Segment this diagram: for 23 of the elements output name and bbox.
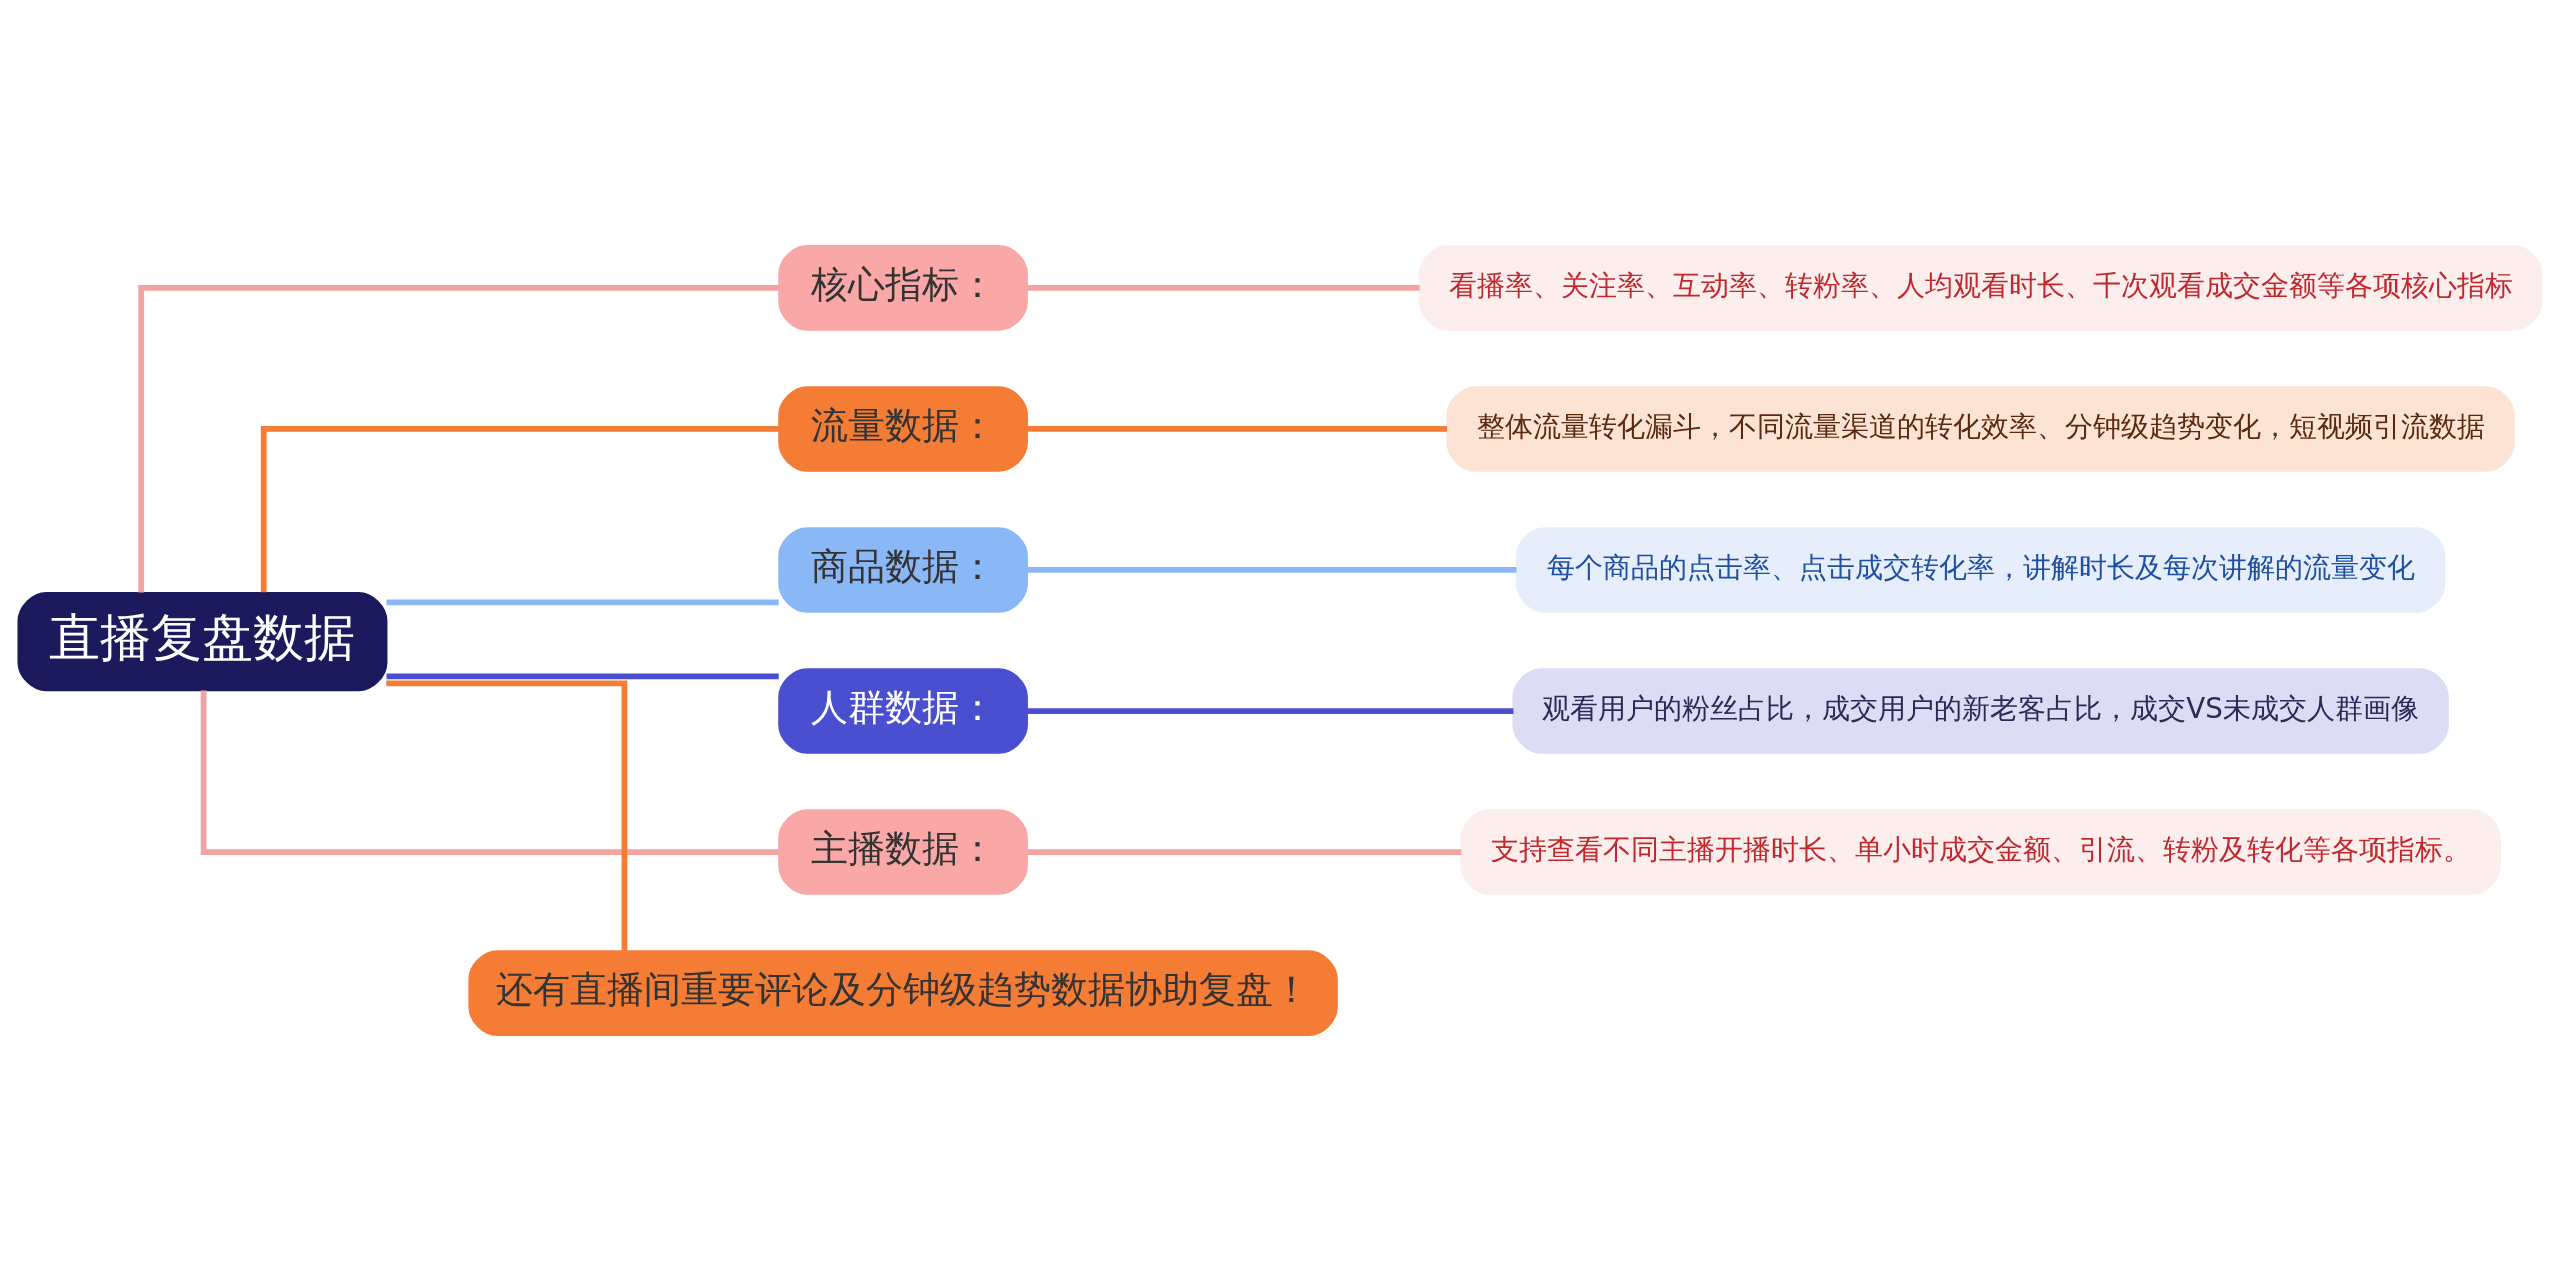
node-box: 还有直播间重要评论及分钟级趋势数据协助复盘！ bbox=[468, 950, 1338, 1036]
connector bbox=[138, 285, 779, 593]
connector bbox=[386, 673, 779, 680]
connector bbox=[200, 690, 779, 855]
node-box: 直播复盘数据 bbox=[17, 591, 388, 692]
node-box: 商品数据： bbox=[778, 527, 1028, 613]
connector bbox=[260, 426, 780, 593]
connector bbox=[1027, 426, 1448, 432]
connector bbox=[386, 680, 628, 952]
node-box: 观看用户的粉丝占比，成交用户的新老客占比，成交VS未成交人群画像 bbox=[1512, 668, 2449, 754]
node-box: 看播率、关注率、互动率、转粉率、人均观看时长、千次观看成交金额等各项核心指标 bbox=[1418, 245, 2543, 331]
node-box: 主播数据： bbox=[778, 809, 1028, 895]
connector bbox=[386, 599, 779, 606]
node-box: 流量数据： bbox=[778, 386, 1028, 472]
connector bbox=[1027, 285, 1420, 291]
connector bbox=[1027, 849, 1462, 855]
node-box: 核心指标： bbox=[778, 245, 1028, 331]
connector bbox=[1027, 708, 1514, 714]
node-box: 每个商品的点击率、点击成交转化率，讲解时长及每次讲解的流量变化 bbox=[1515, 527, 2446, 613]
node-box: 人群数据： bbox=[778, 668, 1028, 754]
node-box: 支持查看不同主播开播时长、单小时成交金额、引流、转粉及转化等各项指标。 bbox=[1460, 809, 2501, 895]
node-box: 整体流量转化漏斗，不同流量渠道的转化效率、分钟级趋势变化，短视频引流数据 bbox=[1446, 386, 2515, 472]
connector bbox=[1027, 567, 1517, 573]
